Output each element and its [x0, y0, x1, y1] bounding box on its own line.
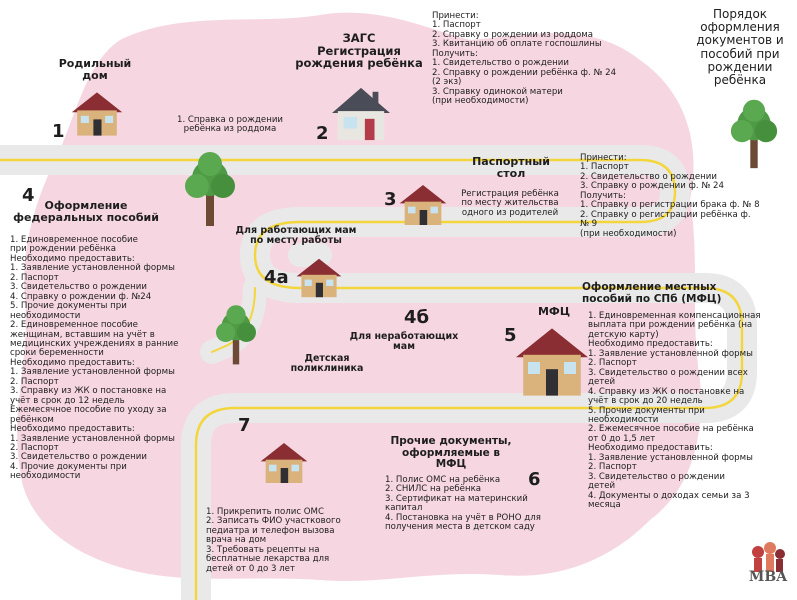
house-icon: [71, 92, 123, 136]
road-center-line: [0, 158, 744, 600]
step1-text: 1. Справка о рождении ребёнка из роддома: [177, 115, 283, 135]
step2-text: Принести: 1. Паспорт 2. Справку о рожден…: [432, 11, 617, 107]
step5-place: МФЦ: [537, 305, 571, 318]
house-icon: [516, 328, 588, 396]
step5-number: 5: [504, 325, 517, 346]
step6-text: 1. Полис ОМС на ребёнка 2. СНИЛС на ребё…: [385, 475, 541, 533]
mba-logo-icon: [752, 542, 785, 572]
step3-note: Регистрация ребёнка по месту жительства …: [461, 189, 559, 218]
step5-text: 1. Единовременная компенсационная выплат…: [588, 311, 761, 511]
tree-icon: [216, 305, 256, 365]
page-title: Порядок оформления документов и пособий …: [696, 7, 784, 87]
house-icon: [260, 443, 308, 483]
step6-head: Прочие документы, оформляемые в МФЦ: [390, 435, 512, 471]
tree-icon: [730, 99, 778, 169]
house-icon: [332, 87, 390, 141]
step4a-label: Для работающих мам по месту работы: [235, 225, 357, 247]
house-icon: [399, 185, 447, 225]
step7-number: 7: [238, 415, 251, 436]
mba-logo-text: MBA: [748, 569, 788, 585]
step6-number: 6: [528, 469, 541, 490]
step4-number: 4: [22, 185, 35, 206]
step4-text: 1. Единовременное пособие при рождении р…: [10, 235, 179, 482]
step5-head: Оформление местных пособий по СПб (МФЦ): [582, 281, 722, 305]
step4-place: Оформление федеральных пособий: [13, 199, 159, 225]
house-icon: [296, 258, 342, 298]
step2-number: 2: [316, 123, 329, 144]
step3-place: Паспортный стол: [472, 155, 550, 181]
step7-place: Детская поликлиника: [290, 353, 364, 375]
step4b-number: 4б: [404, 307, 430, 328]
step3-number: 3: [384, 189, 397, 210]
step3-text: Принести: 1. Паспорт 2. Свидетельство о …: [580, 153, 760, 239]
step1-number: 1: [52, 121, 65, 142]
step4b-label: Для неработающих мам: [349, 331, 459, 353]
step2-place: ЗАГС Регистрация рождения ребёнка: [295, 31, 423, 71]
step4a-number: 4а: [264, 267, 289, 288]
step1-place: Родильный дом: [58, 57, 132, 83]
step7-text: 1. Прикрепить полис ОМС 2. Записать ФИО …: [206, 507, 341, 574]
tree-icon: [185, 152, 235, 226]
